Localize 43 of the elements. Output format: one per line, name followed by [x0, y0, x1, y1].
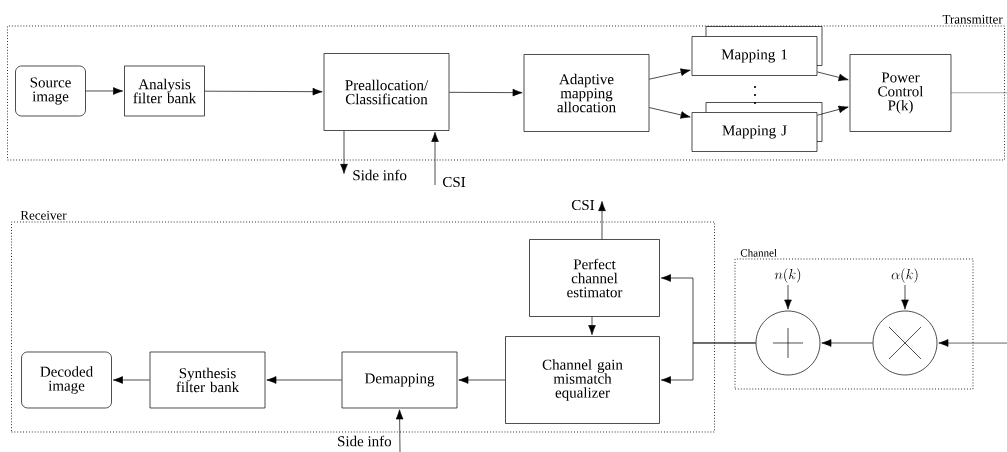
- stacked-box: Mapping J: [691, 102, 823, 152]
- process-box: Adaptive mapping allocation: [523, 54, 650, 132]
- edge-label: $n(k)$: [774, 268, 801, 283]
- arrow: [395, 409, 404, 452]
- rounded-box: Decoded image: [21, 351, 112, 409]
- node-label: Receiver: [20, 210, 67, 220]
- arrow: [449, 88, 523, 97]
- rounded-box: Source image: [15, 65, 86, 117]
- stacked-box: Mapping 1: [691, 26, 823, 76]
- process-box: Power Control P(k): [849, 54, 952, 132]
- edge-label: Side info: [338, 435, 392, 447]
- process-box: Channel gain mismatch equalizer: [505, 336, 660, 424]
- arrow: [649, 107, 691, 119]
- process-box: Demapping: [341, 351, 458, 409]
- arrow: [85, 87, 124, 95]
- edge-label: CSI: [442, 176, 466, 188]
- edge-label: Side info: [353, 169, 407, 181]
- node-label: Transmitter: [942, 14, 1003, 24]
- arrow: [458, 376, 506, 384]
- process-box: Analysis filter bank: [124, 65, 205, 117]
- arrow: [901, 284, 909, 310]
- arrow: [649, 68, 691, 80]
- arrow: [204, 87, 323, 96]
- process-box: Perfect channel estimator: [529, 239, 660, 317]
- edge-label: CSI: [571, 199, 595, 211]
- node-label: Channel: [740, 248, 777, 257]
- arrow: [588, 316, 596, 335]
- process-box: Synthesis filter bank: [149, 351, 266, 409]
- arrow: [784, 284, 792, 310]
- circle: [755, 310, 821, 376]
- arrow: [938, 339, 1007, 347]
- arrow: [266, 376, 342, 384]
- arrow: [340, 130, 348, 174]
- arrow: [113, 376, 150, 384]
- arrow: [661, 342, 756, 384]
- process-box: Preallocation/ Classification: [323, 53, 450, 131]
- arrow: [598, 201, 606, 240]
- edge-label: $\alpha(k)$: [891, 268, 918, 283]
- arrow: [817, 105, 849, 116]
- arrow: [431, 132, 439, 186]
- arrow: [817, 71, 849, 82]
- arrow: [821, 339, 873, 347]
- circle: [872, 310, 938, 376]
